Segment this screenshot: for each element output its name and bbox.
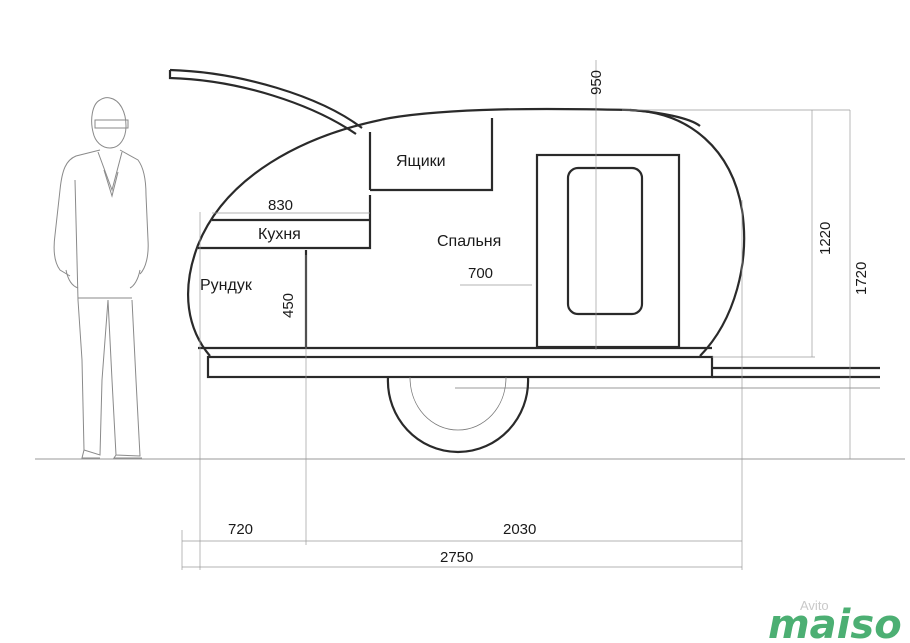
chest-height-dim: 450: [280, 293, 297, 318]
watermark-source: Avito: [800, 598, 829, 613]
door-height-dim: 950: [588, 70, 605, 95]
kitchen-width-dim: 830: [268, 197, 293, 214]
wheel-inner: [409, 376, 507, 431]
drawers-label: Ящики: [396, 153, 446, 170]
front-length-dim: 720: [228, 521, 253, 538]
drawers-box: [370, 118, 494, 192]
rear-hatch-edge: [168, 70, 357, 135]
bedroom-label: Спальня: [437, 233, 501, 250]
bedroom-width-dim: 700: [468, 265, 493, 282]
chassis-frame: [206, 355, 714, 379]
person-figure: [53, 97, 149, 459]
door-frame: [535, 153, 681, 349]
rear-hatch: [169, 68, 363, 129]
wheel-outer: [386, 376, 530, 454]
total-height-value: 1720: [853, 262, 870, 295]
trailer-body-outline: [187, 107, 746, 357]
kitchen-label: Кухня: [258, 226, 301, 243]
watermark-brand: maiso: [768, 602, 902, 643]
body-height-value: 1220: [817, 222, 834, 255]
body-length-dim: 2030: [503, 521, 536, 538]
total-length-dim: 2750: [440, 549, 473, 566]
roof-edge: [629, 108, 701, 127]
door-window: [566, 166, 644, 316]
chest-label: Рундук: [200, 277, 253, 294]
